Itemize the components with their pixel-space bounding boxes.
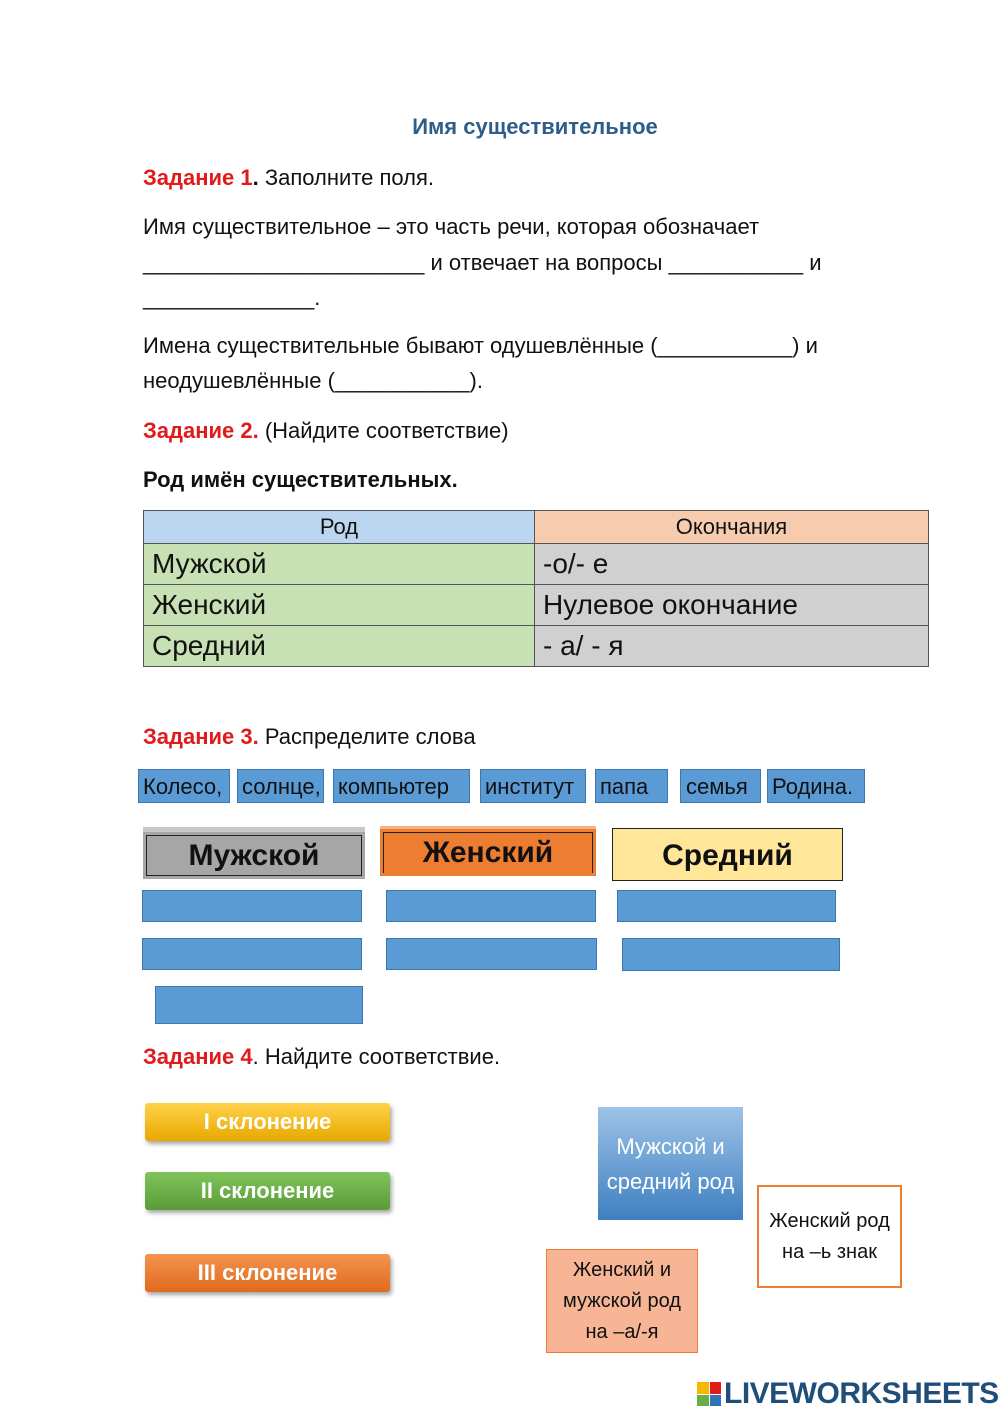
word-chip-semya[interactable]: семья	[680, 769, 761, 803]
drop-slot-female-1[interactable]	[386, 890, 596, 922]
table-cell-rod: Женский	[143, 584, 535, 626]
card-female-soft-sign[interactable]: Женский род на –ь знак	[757, 1185, 902, 1288]
word-chip-kompyuter[interactable]: компьютер	[333, 769, 470, 803]
category-male-label: Мужской	[188, 839, 320, 872]
category-female-label: Женский	[422, 836, 554, 869]
task4-label: Задание 4	[143, 1044, 253, 1069]
category-neuter: Средний	[612, 828, 843, 881]
task3-heading: Задание 3. Распределите слова	[143, 722, 476, 752]
table-header-endings: Окончания	[534, 510, 929, 544]
drop-slot-male-1[interactable]	[142, 890, 362, 922]
word-chip-papa[interactable]: папа	[595, 769, 668, 803]
declension-3-button[interactable]: III склонение	[145, 1254, 390, 1292]
liveworksheets-logo: LIVEWORKSHEETS	[697, 1374, 999, 1414]
category-female-frame	[383, 832, 593, 873]
drop-slot-female-2[interactable]	[386, 938, 597, 970]
declension-1-button[interactable]: I склонение	[145, 1103, 390, 1141]
table-cell-ending[interactable]: Нулевое окончание	[534, 584, 929, 626]
task2-label: Задание 2.	[143, 418, 259, 443]
word-chip-rodina[interactable]: Родина.	[767, 769, 865, 803]
drop-slot-male-2[interactable]	[142, 938, 362, 970]
card-male-neuter[interactable]: Мужской и средний род	[598, 1107, 743, 1220]
word-chip-institut[interactable]: институт	[480, 769, 586, 803]
word-chip-solntse[interactable]: солнце,	[237, 769, 324, 803]
task1-line1: Имя существительное – это часть речи, ко…	[143, 214, 760, 239]
table-cell-rod: Мужской	[143, 543, 535, 585]
table-cell-ending[interactable]: - а/ - я	[534, 625, 929, 667]
card-female-male-a-ya-label: Женский и мужской род на –а/-я	[563, 1258, 681, 1343]
task1-line3[interactable]: ______________.	[143, 285, 321, 310]
task2-instruction: (Найдите соответствие)	[258, 418, 509, 443]
card-female-male-a-ya[interactable]: Женский и мужской род на –а/-я	[546, 1249, 698, 1353]
table-row: Мужской -о/- е	[143, 543, 929, 585]
task1-line4[interactable]: Имена существительные бывают одушевлённы…	[143, 333, 818, 358]
task1-heading: Задание 1. Заполните поля.	[143, 165, 435, 190]
category-female: Женский	[380, 826, 596, 876]
table-row: Женский Нулевое окончание	[143, 584, 929, 626]
task2-subtitle: Род имён существительных.	[143, 467, 458, 492]
task1-line5[interactable]: неодушевлённые (___________).	[143, 368, 483, 393]
task4-heading: Задание 4. Найдите соответствие.	[143, 1042, 500, 1072]
category-male-frame	[146, 835, 362, 876]
drop-slot-male-3[interactable]	[155, 986, 363, 1024]
task1-line2[interactable]: _______________________ и отвечает на во…	[143, 250, 822, 275]
declension-2-button[interactable]: II склонение	[145, 1172, 390, 1210]
table-cell-rod: Средний	[143, 625, 535, 667]
card-female-soft-sign-label: Женский род на –ь знак	[769, 1209, 890, 1263]
task3-label: Задание 3.	[143, 724, 259, 749]
gender-table: Род Окончания Мужской -о/- е Женский Нул…	[143, 510, 929, 667]
task2-heading: Задание 2. (Найдите соответствие)	[143, 416, 509, 446]
liveworksheets-logo-icon	[697, 1382, 721, 1406]
table-header-row: Род Окончания	[143, 510, 929, 544]
card-male-neuter-label: Мужской и средний род	[606, 1133, 735, 1194]
drop-slot-neuter-2[interactable]	[622, 938, 840, 971]
category-neuter-label: Средний	[662, 839, 793, 872]
task1-label: Задание 1	[143, 165, 253, 190]
page-title: Имя существительное	[412, 114, 658, 139]
category-male: Мужской	[143, 827, 365, 879]
table-cell-ending[interactable]: -о/- е	[534, 543, 929, 585]
word-chip-koleso[interactable]: Колесо,	[138, 769, 230, 803]
task4-instruction: . Найдите соответствие.	[252, 1044, 501, 1069]
table-header-rod: Род	[143, 510, 535, 544]
task3-instruction: Распределите слова	[258, 724, 476, 749]
table-row: Средний - а/ - я	[143, 625, 929, 667]
drop-slot-neuter-1[interactable]	[617, 890, 836, 922]
brand-name: LIVEWORKSHEETS	[724, 1377, 999, 1410]
task1-instruction: Заполните поля.	[258, 165, 435, 190]
